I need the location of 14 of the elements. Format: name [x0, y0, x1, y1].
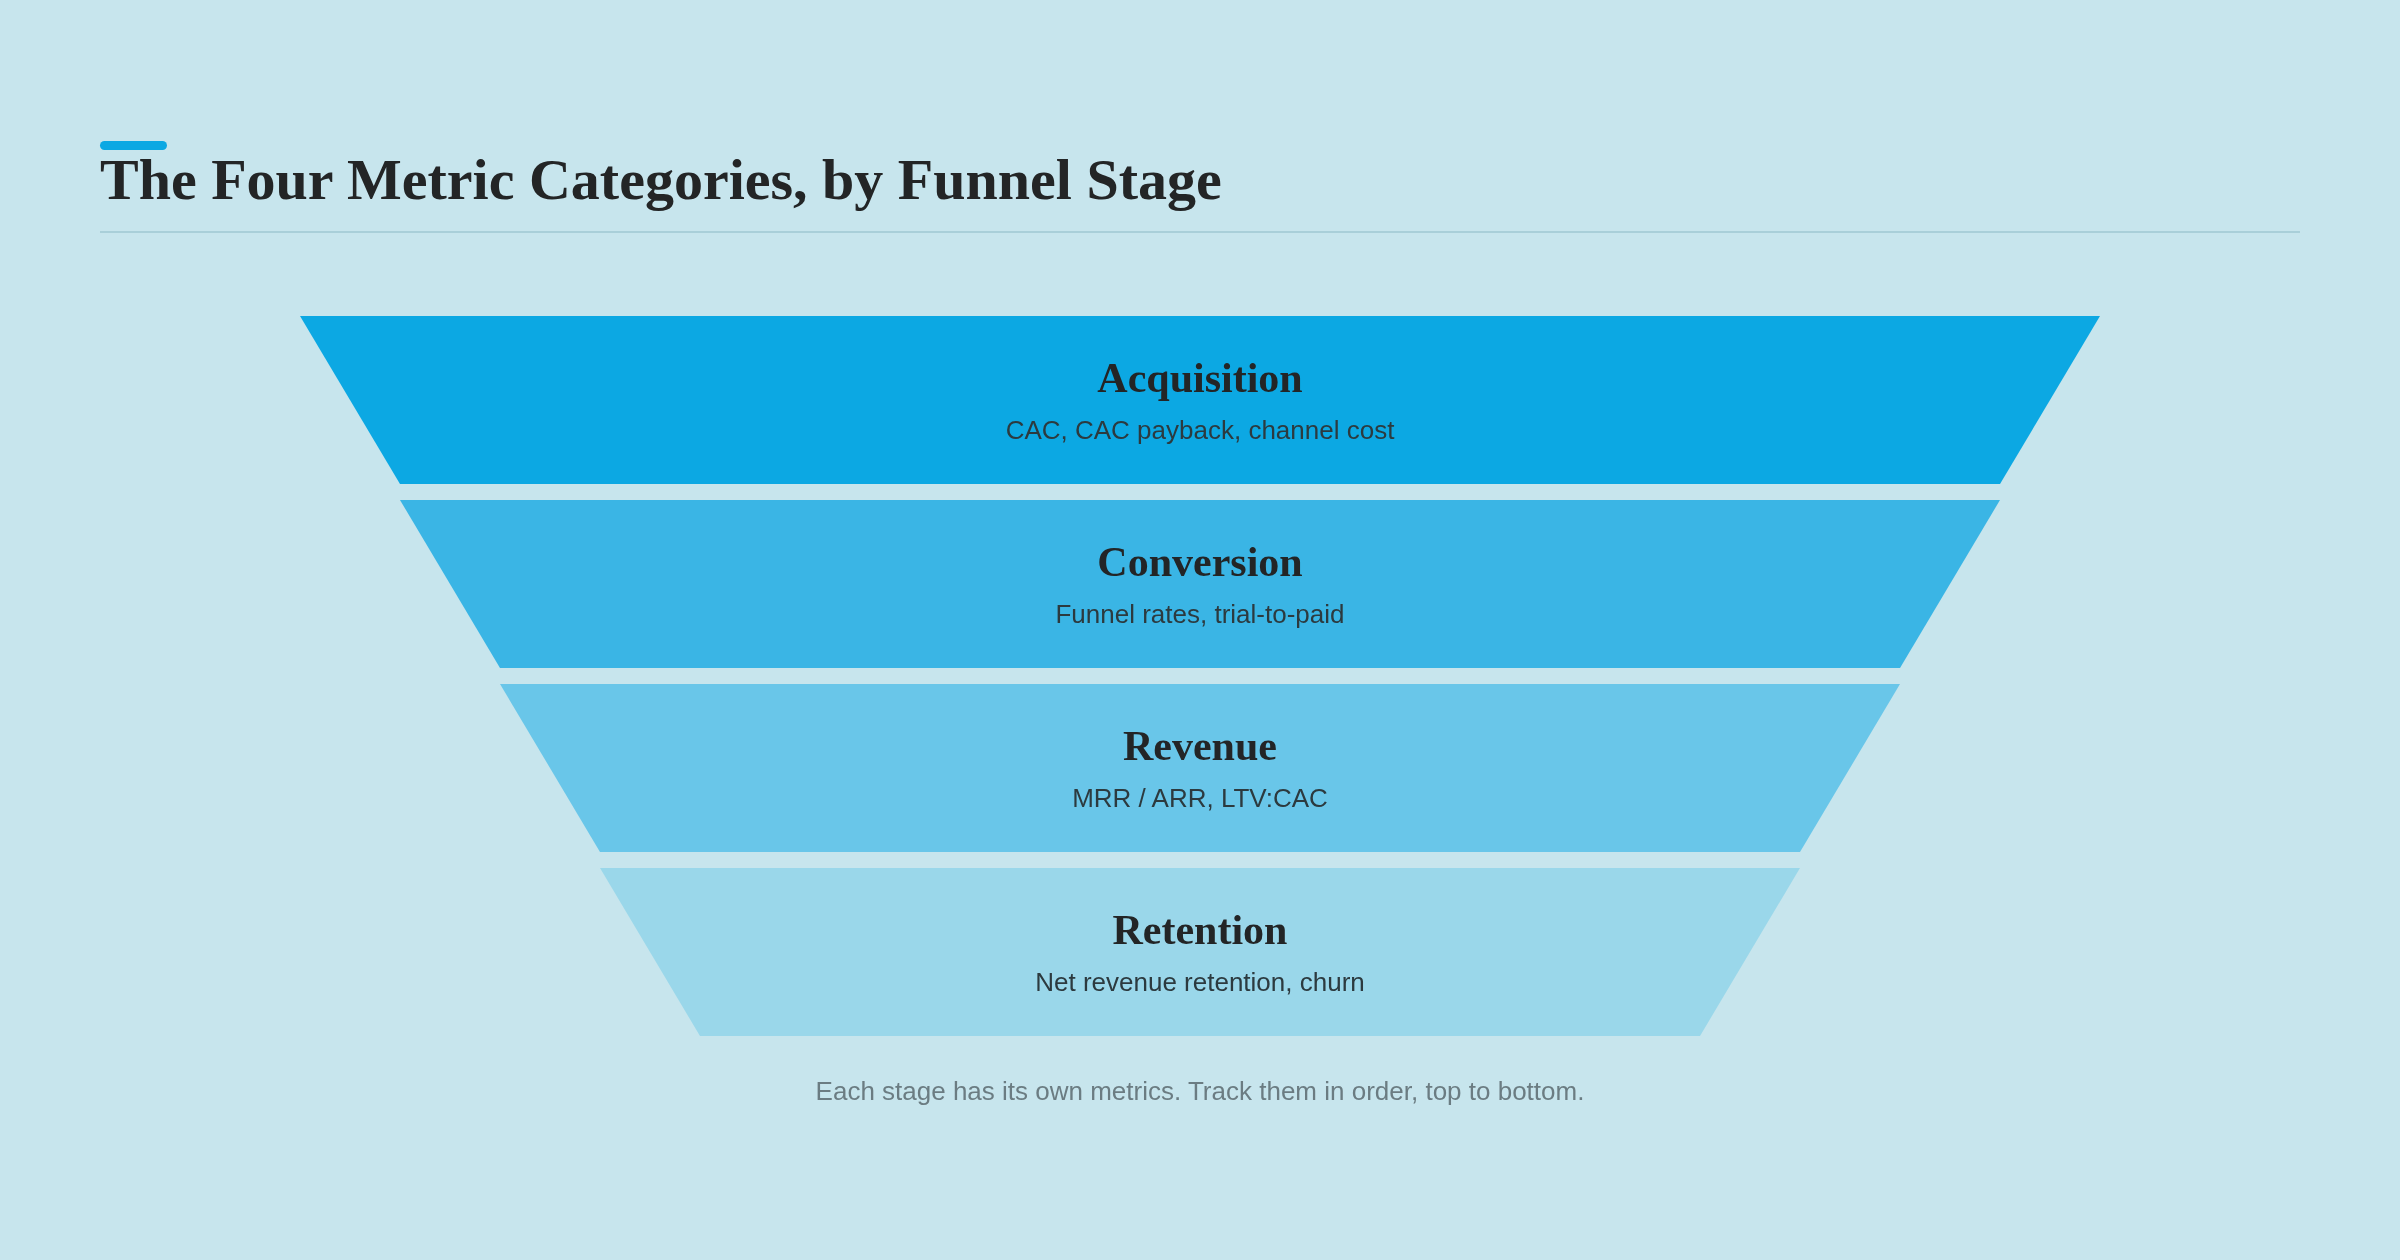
- funnel-stage-band: [600, 868, 1800, 1036]
- funnel-stage-band: [400, 500, 2000, 668]
- stage-metrics: Funnel rates, trial-to-paid: [1055, 598, 1345, 630]
- funnel-stage-band: [500, 684, 1900, 852]
- funnel-stage-band: [300, 316, 2100, 484]
- caption: Each stage has its own metrics. Track them in order, top to bottom.: [815, 1075, 1585, 1107]
- stage-heading: Conversion: [1097, 538, 1303, 586]
- stage-heading: Retention: [1112, 906, 1288, 954]
- stage-metrics: MRR / ARR, LTV:CAC: [1072, 782, 1328, 814]
- stage-heading: Revenue: [1123, 722, 1277, 770]
- stage-metrics: Net revenue retention, churn: [1035, 966, 1365, 998]
- stage-heading: Acquisition: [1097, 354, 1303, 402]
- stage-metrics: CAC, CAC payback, channel cost: [1005, 414, 1395, 446]
- diagram-title: The Four Metric Categories, by Funnel Stage: [100, 151, 1222, 209]
